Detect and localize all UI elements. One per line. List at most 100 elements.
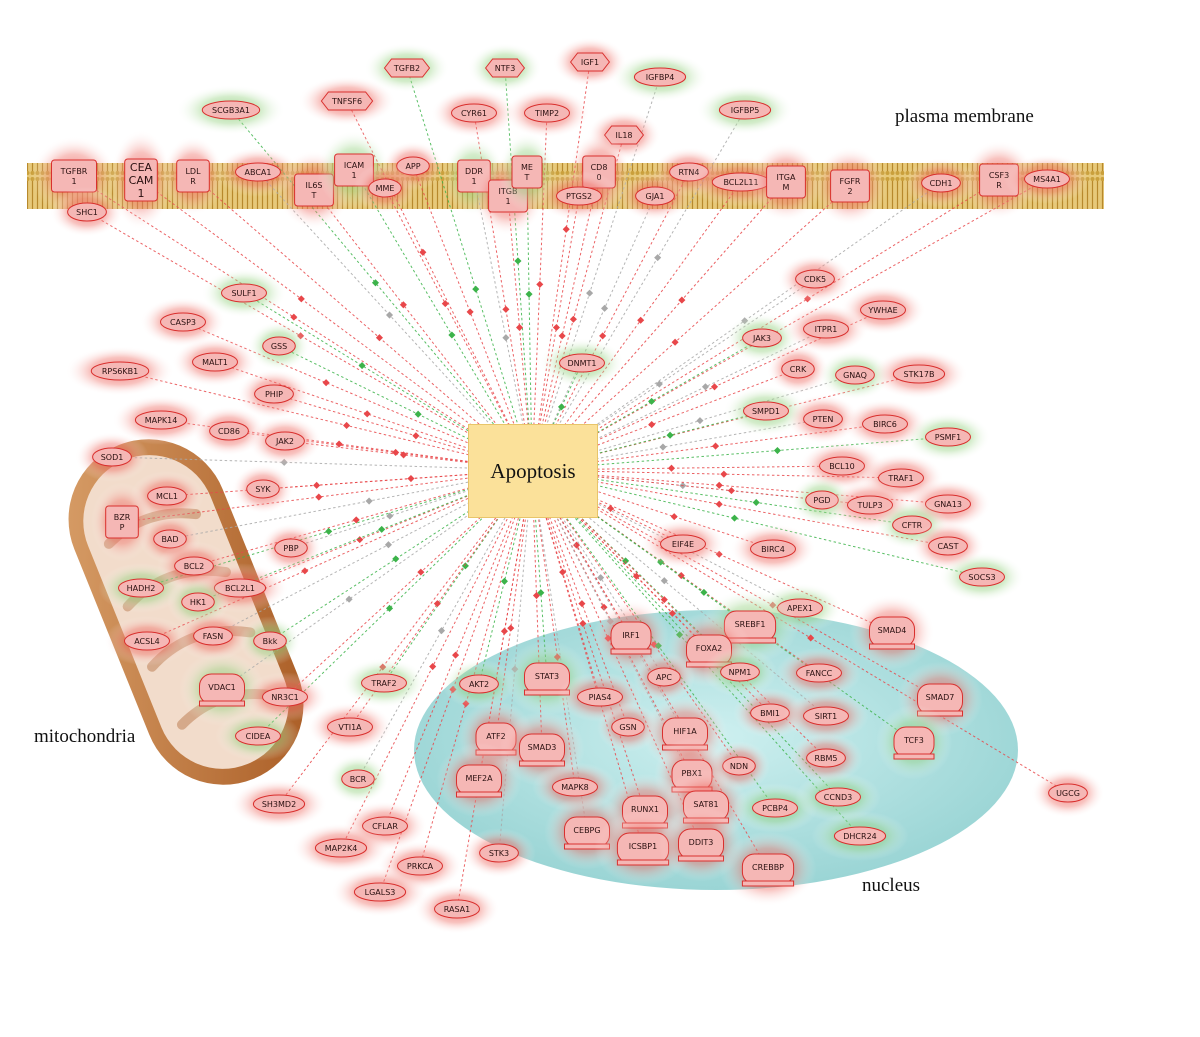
node-bcr[interactable]: BCR — [327, 754, 389, 804]
node-label: ACSL4 — [134, 637, 160, 646]
node-socs3[interactable]: SOCS3 — [939, 552, 1025, 602]
edge-sirt1 — [531, 469, 827, 717]
node-psmf1[interactable]: PSMF1 — [905, 412, 991, 462]
node-fasn[interactable]: FASN — [176, 611, 250, 661]
node-vti1a[interactable]: VTI1A — [307, 702, 393, 752]
node-tgfb2[interactable]: TGFB2 — [364, 43, 450, 93]
node-ugcg[interactable]: UGCG — [1031, 768, 1105, 818]
node-rasa1[interactable]: RASA1 — [414, 884, 500, 934]
node-dhcr24[interactable]: DHCR24 — [811, 811, 909, 861]
node-mme[interactable]: MME — [354, 163, 416, 213]
node-birc4[interactable]: BIRC4 — [730, 524, 816, 574]
node-igf1[interactable]: IGF1 — [553, 37, 627, 87]
node-stk17b[interactable]: STK17B — [870, 349, 968, 399]
node-ccnd3[interactable]: CCND3 — [795, 772, 881, 822]
node-lgals3[interactable]: LGALS3 — [331, 867, 429, 917]
node-label: MALT1 — [202, 358, 228, 367]
node-label: R — [996, 181, 1002, 190]
node-eif4e[interactable]: EIF4E — [640, 519, 726, 569]
node-label: BIRC4 — [761, 545, 785, 554]
node-stk3[interactable]: STK3 — [462, 828, 536, 878]
node-nr3c1[interactable]: NR3C1 — [242, 672, 328, 722]
node-ptgs2[interactable]: PTGS2 — [536, 171, 622, 221]
node-label: PGD — [813, 496, 830, 505]
node-syk[interactable]: SYK — [232, 464, 294, 514]
node-bkk[interactable]: Bkk — [239, 616, 301, 666]
edge-il18 — [531, 134, 625, 471]
node-phip[interactable]: PHIP — [237, 369, 311, 419]
node-sirt1[interactable]: SIRT1 — [783, 691, 869, 741]
node-malt1[interactable]: MALT1 — [172, 337, 258, 387]
node-jak2[interactable]: JAK2 — [248, 416, 322, 466]
node-sulf1[interactable]: SULF1 — [201, 268, 287, 318]
node-acsl4[interactable]: ACSL4 — [104, 616, 190, 666]
node-gss[interactable]: GSS — [248, 321, 310, 371]
edge-timp2 — [531, 112, 548, 471]
node-map2k4[interactable]: MAP2K4 — [292, 823, 390, 873]
node-tcf3[interactable]: TCF3 — [876, 704, 952, 780]
apoptosis-hub[interactable]: Apoptosis — [468, 424, 598, 518]
node-label: TULP3 — [856, 501, 882, 510]
node-scgb3a1[interactable]: SCGB3A1 — [176, 85, 286, 135]
edge-rps6kb1 — [119, 370, 533, 471]
node-mapk14[interactable]: MAPK14 — [112, 395, 210, 445]
node-label: BCL10 — [829, 462, 855, 471]
node-igfbp4[interactable]: IGFBP4 — [611, 52, 709, 102]
node-pten[interactable]: PTEN — [786, 394, 860, 444]
node-label: PBP — [283, 544, 298, 553]
node-label: T — [311, 191, 317, 200]
node-tnfsf6[interactable]: TNFSF6 — [298, 76, 396, 126]
node-dnmt1[interactable]: DNMT1 — [539, 338, 625, 388]
node-label: TRAF2 — [370, 679, 396, 688]
node-sod1[interactable]: SOD1 — [75, 432, 149, 482]
node-ntf3[interactable]: NTF3 — [468, 43, 542, 93]
node-fancc[interactable]: FANCC — [776, 648, 862, 698]
node-label: YWHAE — [867, 306, 897, 315]
node-vdac1[interactable]: VDAC1 — [179, 651, 265, 727]
node-rbm5[interactable]: RBM5 — [789, 733, 863, 783]
node-label: R — [190, 177, 196, 186]
node-traf2[interactable]: TRAF2 — [341, 658, 427, 708]
node-shc1[interactable]: SHC1 — [50, 187, 124, 237]
node-mef2a[interactable]: MEF2A — [436, 742, 522, 818]
node-ywhae[interactable]: YWHAE — [840, 285, 926, 335]
node-cidea[interactable]: CIDEA — [215, 711, 301, 761]
node-cyr61[interactable]: CYR61 — [431, 88, 517, 138]
node-crk[interactable]: CRK — [767, 344, 829, 394]
node-casp3[interactable]: CASP3 — [140, 297, 226, 347]
node-timp2[interactable]: TIMP2 — [504, 88, 590, 138]
node-cd86[interactable]: CD86 — [192, 406, 266, 456]
node-pbp[interactable]: PBP — [260, 523, 322, 573]
node-igfbp5[interactable]: IGFBP5 — [696, 85, 794, 135]
node-smad4[interactable]: SMAD4 — [849, 594, 935, 670]
node-npm1[interactable]: NPM1 — [703, 647, 777, 697]
node-label: SH3MD2 — [262, 800, 296, 809]
node-label: GJA1 — [646, 192, 665, 201]
node-label: PCBP4 — [762, 804, 788, 813]
node-gnaq[interactable]: GNAQ — [818, 350, 892, 400]
node-hadh2[interactable]: HADH2 — [98, 563, 184, 613]
node-cdk5[interactable]: CDK5 — [778, 254, 852, 304]
node-label: IGFBP4 — [646, 73, 675, 82]
node-cdh1[interactable]: CDH1 — [904, 158, 978, 208]
node-apc[interactable]: APC — [633, 652, 695, 702]
node-itpr1[interactable]: ITPR1 — [783, 304, 869, 354]
node-sh3md2[interactable]: SH3MD2 — [230, 779, 328, 829]
node-ms4a1[interactable]: MS4A1 — [1004, 154, 1090, 204]
node-label: SMPD1 — [752, 407, 780, 416]
node-label: CFLAR — [372, 822, 398, 831]
node-label: SOD1 — [101, 453, 124, 462]
node-crebbp[interactable]: CREBBP — [719, 831, 817, 907]
node-label: APC — [656, 673, 672, 682]
node-akt2[interactable]: AKT2 — [442, 659, 516, 709]
node-rps6kb1[interactable]: RPS6KB1 — [65, 346, 175, 396]
node-label: CIDEA — [246, 732, 271, 741]
node-label: PHIP — [265, 390, 283, 399]
node-label: MAPK14 — [145, 416, 178, 425]
